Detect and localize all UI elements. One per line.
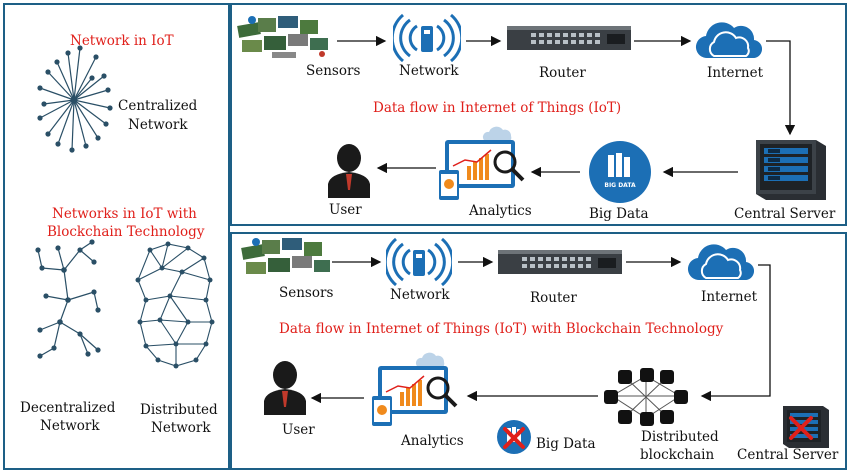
bottom-distributed-label-2: blockchain [640, 447, 715, 463]
top-router-label: Router [539, 65, 586, 81]
decentralized-label-1: Decentralized [20, 400, 116, 416]
bottom-distributed-label-1: Distributed [641, 429, 719, 445]
top-analytics-label: Analytics [469, 203, 532, 219]
bottom-router-label: Router [530, 290, 577, 306]
analytics-dashboard-icon-bottom [372, 352, 458, 426]
distributed-blockchain-icon [604, 368, 688, 426]
top-internet-label: Internet [707, 65, 764, 81]
sensors-boards-icon [237, 16, 328, 58]
bottom-network-label: Network [390, 287, 450, 303]
router-icon-bottom [498, 250, 622, 274]
left-heading-iot: Network in IoT [70, 33, 174, 49]
arrow-b-internet-blockchain [700, 264, 771, 402]
top-network-label: Network [399, 63, 459, 79]
internet-cloud-icon [695, 22, 762, 59]
top-central-server-label: Central Server [734, 206, 836, 222]
user-avatar-icon [328, 144, 370, 198]
distributed-label-1: Distributed [140, 402, 218, 418]
top-user-label: User [329, 202, 362, 218]
left-panel [3, 3, 230, 470]
bottom-user-label: User [282, 422, 315, 438]
analytics-dashboard-icon [439, 126, 525, 200]
user-avatar-icon-bottom [264, 361, 306, 415]
bottom-sensors-label: Sensors [279, 285, 334, 301]
top-sensors-label: Sensors [306, 63, 361, 79]
top-flow-title: Data flow in Internet of Things (IoT) [373, 100, 622, 116]
network-wifi-tower-icon [393, 13, 461, 63]
centralized-label-2: Network [128, 117, 188, 133]
bottom-flow-title: Data flow in Internet of Things (IoT) wi… [279, 321, 724, 337]
top-big-data-label: Big Data [589, 206, 649, 222]
internet-cloud-icon-bottom [687, 244, 754, 281]
bottom-big-data-label: Big Data [536, 436, 596, 452]
central-server-icon [756, 140, 826, 200]
left-heading-blockchain-2: Blockchain Technology [47, 224, 205, 240]
distributed-label-2: Network [151, 420, 211, 436]
big-data-badge-text: BIG DATA [604, 182, 636, 189]
central-server-disabled-icon [783, 406, 829, 448]
left-heading-blockchain-1: Networks in IoT with [52, 206, 197, 222]
network-wifi-tower-icon-bottom [386, 237, 452, 287]
bottom-analytics-label: Analytics [401, 433, 464, 449]
big-data-badge-icon: BIG DATA [589, 141, 651, 203]
decentralized-label-2: Network [40, 418, 100, 434]
arrow-internet-server [766, 40, 796, 136]
big-data-disabled-icon [497, 420, 531, 454]
bottom-internet-label: Internet [701, 289, 758, 305]
centralized-label-1: Centralized [118, 98, 198, 114]
router-icon [507, 26, 631, 50]
bottom-central-server-label: Central Server [737, 447, 839, 463]
sensors-boards-icon-bottom [241, 238, 330, 274]
